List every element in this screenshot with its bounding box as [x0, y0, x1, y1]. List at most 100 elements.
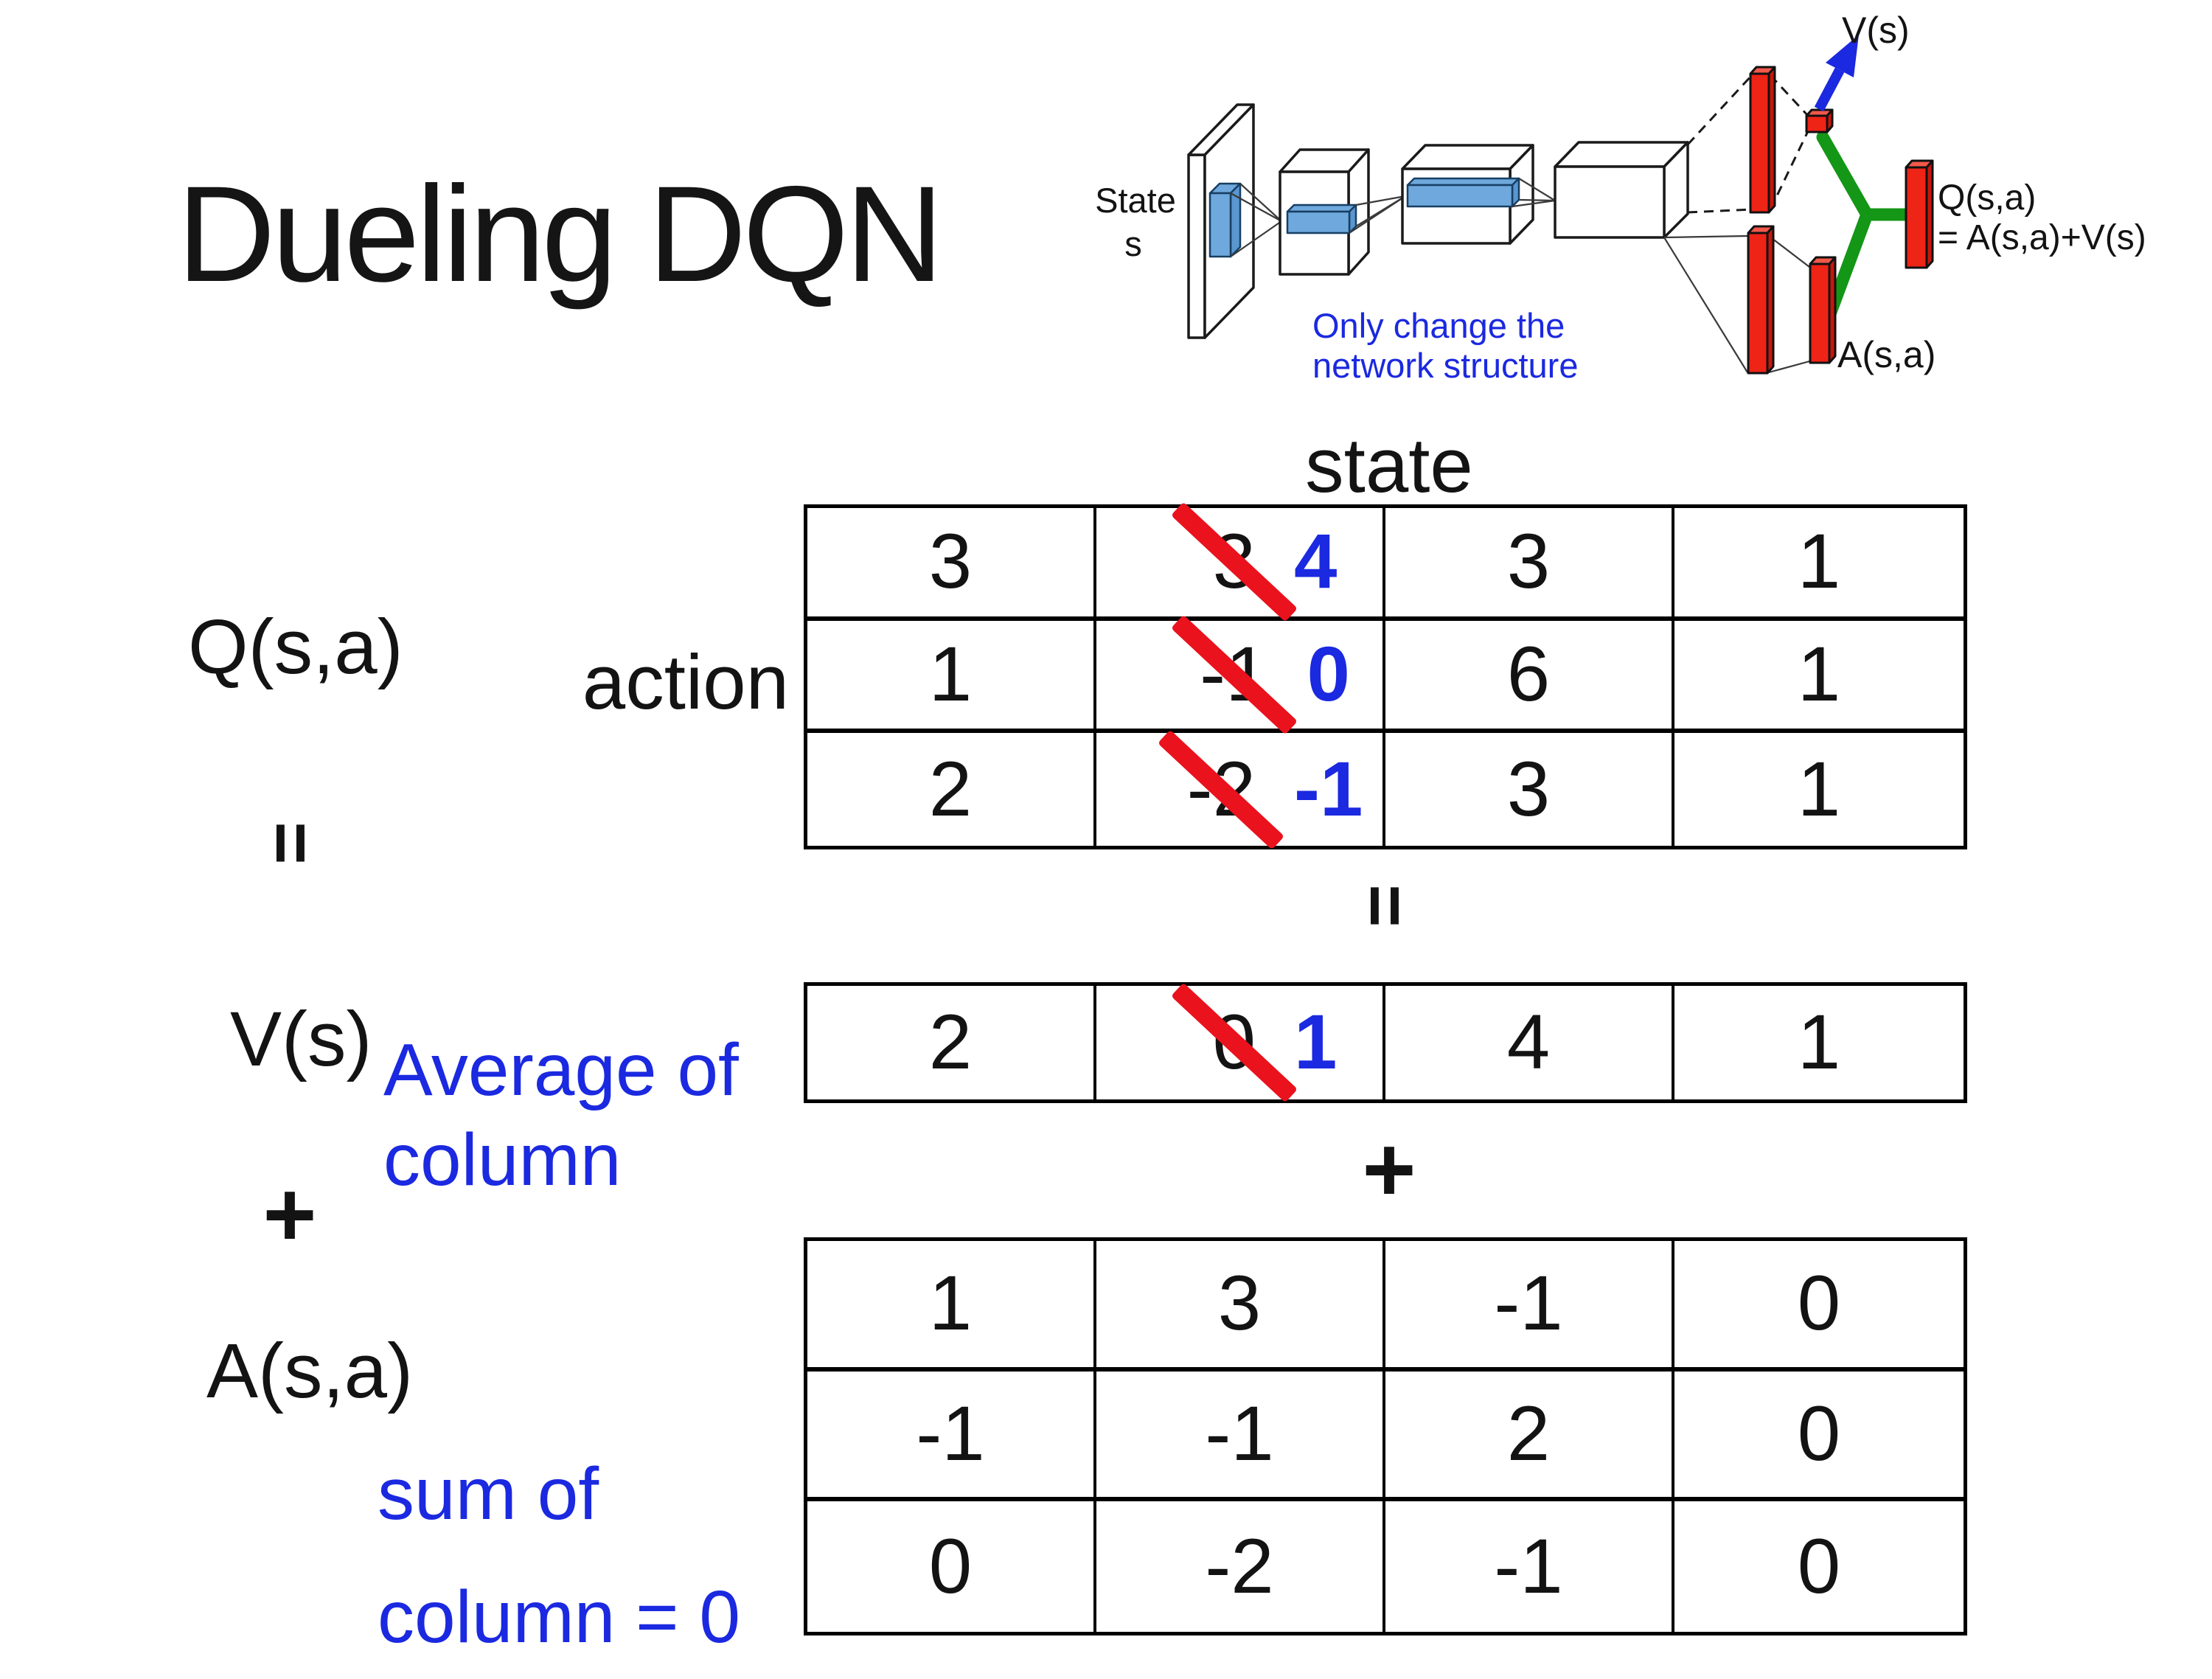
table-cell: 0 — [1674, 1501, 1964, 1632]
equals-sign: = — [1343, 883, 1427, 928]
table-cell: 1 — [1674, 733, 1964, 846]
cell-value: 3 — [928, 518, 973, 605]
table-cell: 2 — [807, 986, 1096, 1099]
cell-value: 1 — [1797, 630, 1841, 717]
cell-value: -1 — [916, 1390, 985, 1477]
equals-sign: = — [249, 821, 333, 865]
diagram-input-label: State — [1095, 181, 1176, 220]
v-table: 2 0 1 4 1 — [804, 982, 1967, 1103]
diagram-note-line1: Only change the — [1312, 306, 1565, 345]
state-axis-label: state — [1305, 423, 1473, 509]
table-cell: 1 — [807, 1241, 1096, 1372]
feature-bar-2 — [1406, 177, 1520, 208]
table-cell: 6 — [1385, 620, 1674, 734]
cell-value: -1 — [1494, 1523, 1563, 1610]
table-cell: 1 — [1674, 621, 1964, 734]
a-annotation-line2: column = 0 — [378, 1576, 740, 1658]
table-cell-corrected: -2 -1 — [1096, 729, 1385, 850]
v-annotation-line1: Average of — [383, 1029, 739, 1111]
cell-value: 3 — [1506, 745, 1551, 832]
cell-value: 2 — [928, 999, 973, 1085]
table-cell: 1 — [1674, 508, 1964, 621]
cell-value: 1 — [1797, 999, 1841, 1085]
cell-value: 0 — [928, 1523, 973, 1610]
a-matrix-label: A(s,a) — [206, 1328, 414, 1414]
table-cell: -1 — [1385, 1501, 1674, 1632]
diagram-q-label-line2: = A(s,a)+V(s) — [1938, 218, 2146, 257]
table-cell: 3 — [807, 508, 1096, 621]
table-cell: -1 — [807, 1371, 1096, 1502]
table-cell: 1 — [1674, 986, 1964, 1099]
q-matrix-label: Q(s,a) — [188, 604, 403, 690]
plus-middle: + — [1338, 1118, 1441, 1221]
q-output-bar — [1905, 159, 1934, 269]
table-cell: -1 — [1385, 1241, 1674, 1372]
cell-value: 2 — [1506, 1390, 1551, 1477]
cell-value: 1 — [928, 1260, 973, 1347]
a-annotation: sum of column = 0 — [378, 1433, 740, 1679]
table-cell-corrected: 3 4 — [1096, 501, 1385, 622]
cell-value: 1 — [1797, 518, 1841, 605]
table-cell: 0 — [1674, 1372, 1964, 1502]
table-cell: 3 — [1385, 733, 1674, 846]
new-value: 0 — [1307, 630, 1350, 717]
table-cell-corrected: -1 0 — [1096, 614, 1385, 735]
new-value: 1 — [1294, 999, 1338, 1085]
table-cell-corrected: 0 1 — [1096, 982, 1385, 1103]
table-cell: -1 — [1096, 1371, 1385, 1502]
a-table: 1 3 -1 0 -1 -1 2 0 0 -2 -1 0 — [804, 1237, 1967, 1635]
cell-value: 3 — [1506, 518, 1551, 605]
table-cell: -2 — [1096, 1501, 1385, 1632]
table-cell: 2 — [1385, 1371, 1674, 1502]
diagram-input-label-s: s — [1124, 224, 1142, 263]
cell-value: 0 — [1797, 1390, 1841, 1477]
conv-box-3 — [1554, 141, 1689, 239]
cell-value: 1 — [1797, 745, 1841, 832]
table-cell: 3 — [1385, 508, 1674, 621]
q-table: 3 3 4 3 1 1 -1 0 6 1 2 -2 -1 3 1 — [804, 501, 1967, 850]
network-diagram: State s V(s) Q(s,a) = A(s,a)+V(s) A(s,a)… — [1095, 10, 2146, 385]
table-cell: 4 — [1385, 986, 1674, 1099]
table-cell: 1 — [807, 620, 1096, 734]
fc-bar-v — [1749, 66, 1776, 214]
table-cell: 0 — [1674, 1241, 1964, 1372]
dashed-connection — [1769, 74, 1810, 118]
cell-value: 2 — [928, 745, 973, 832]
new-value: 4 — [1294, 518, 1338, 605]
dashed-connection — [1686, 74, 1753, 146]
cell-value: 1 — [928, 630, 973, 717]
cell-value: 0 — [1797, 1260, 1841, 1347]
equals-rotated-left: = — [239, 791, 342, 894]
table-cell: 0 — [807, 1501, 1096, 1632]
equals-rotated-middle: = — [1333, 854, 1436, 957]
plus-sign: + — [1362, 1118, 1416, 1221]
v-output-arrow-icon — [1814, 35, 1859, 112]
diagram-note-line2: network structure — [1312, 346, 1578, 385]
cell-value: -2 — [1205, 1523, 1274, 1610]
cell-value: 4 — [1506, 999, 1551, 1085]
cell-value: -1 — [1205, 1390, 1274, 1477]
dashed-connection — [1769, 129, 1810, 210]
page-title: Dueling DQN — [177, 159, 944, 310]
dashed-connection — [1687, 208, 1753, 214]
a-annotation-line1: sum of — [378, 1453, 599, 1535]
conv-filter-1 — [1208, 182, 1242, 258]
diagram-v-label: V(s) — [1842, 10, 1910, 51]
diagram-a-label: A(s,a) — [1837, 334, 1935, 375]
action-axis-label: action — [582, 639, 789, 726]
cell-value: 6 — [1506, 630, 1551, 717]
a-output-bar — [1809, 256, 1837, 364]
fc-bar-a — [1747, 225, 1775, 375]
diagram-q-label-line1: Q(s,a) — [1938, 178, 2036, 218]
plus-left: + — [238, 1163, 341, 1266]
feature-bar-1 — [1286, 204, 1357, 234]
table-cell: 3 — [1096, 1241, 1385, 1372]
cell-value: -1 — [1494, 1260, 1563, 1347]
v-matrix-label: V(s) — [230, 996, 372, 1082]
v-annotation-line2: column — [383, 1119, 622, 1201]
table-cell: 2 — [807, 733, 1096, 846]
cell-value: 3 — [1217, 1260, 1262, 1347]
cell-value: 0 — [1797, 1523, 1841, 1610]
v-annotation: Average of column — [383, 1025, 739, 1205]
